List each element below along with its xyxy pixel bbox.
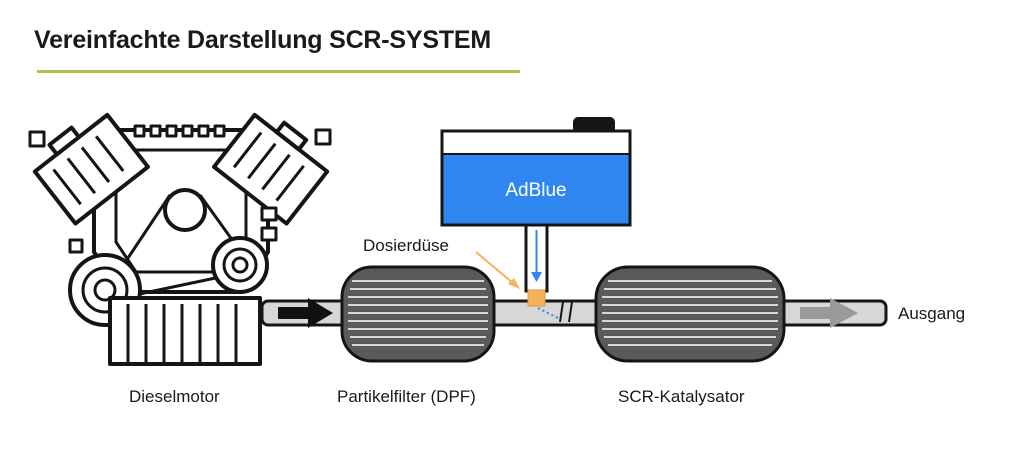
nozzle-pointer-arrow	[475, 251, 520, 289]
spray-dots	[537, 307, 559, 319]
page-title: Vereinfachte Darstellung SCR-SYSTEM	[34, 26, 492, 54]
scr-label: SCR-Katalysator	[618, 387, 745, 406]
mixing-marks	[559, 301, 573, 323]
outlet-label: Ausgang	[898, 304, 966, 323]
adblue-feed-line	[524, 223, 549, 293]
scr-catalyst-icon	[594, 265, 786, 363]
dpf-label: Partikelfilter (DPF)	[337, 387, 476, 406]
adblue-tank: AdBlue	[440, 117, 632, 227]
flow-arrow-light	[800, 298, 858, 328]
title-underline	[37, 70, 520, 73]
flow-arrow-dark	[278, 298, 333, 328]
engine-label: Dieselmotor	[129, 387, 220, 406]
diesel-engine-icon	[28, 112, 332, 366]
dosing-nozzle-icon	[527, 289, 546, 307]
particle-filter-icon	[340, 265, 496, 363]
nozzle-label: Dosierdüse	[363, 236, 449, 255]
tank-label: AdBlue	[505, 180, 566, 201]
